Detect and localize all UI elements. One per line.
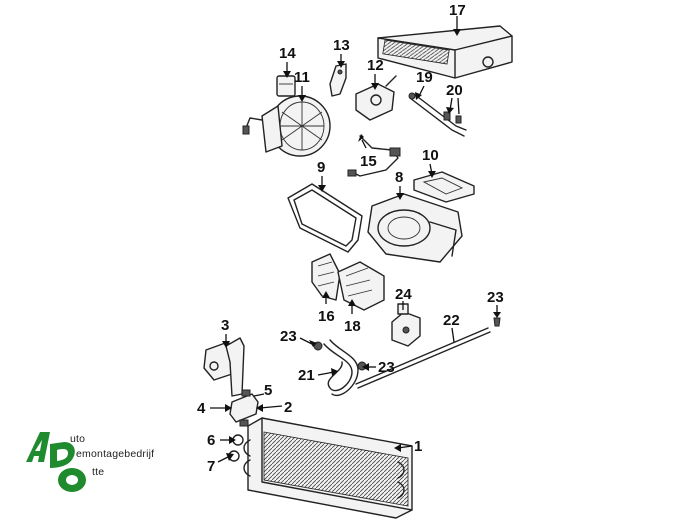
company-logo: uto emontagebedrijf tte — [20, 428, 220, 498]
part-water-valve — [203, 337, 245, 397]
callout-2: 2 — [284, 399, 292, 416]
callout-10: 10 — [422, 147, 439, 164]
callout-21: 21 — [298, 367, 315, 384]
logo-text-line1: uto — [70, 433, 86, 445]
callout-13: 13 — [333, 37, 350, 54]
logo-mark — [26, 432, 86, 492]
part-gasket — [413, 171, 475, 203]
callout-3: 3 — [221, 317, 229, 334]
part-expansion-valve — [229, 389, 259, 427]
logo-letter-d — [50, 442, 75, 468]
callout-22: 22 — [443, 312, 460, 329]
callout-6: 6 — [207, 432, 215, 449]
callout-20: 20 — [446, 82, 463, 99]
part-vacuum-hose — [355, 327, 491, 389]
part-temperature-sensor — [347, 135, 401, 177]
part-heater-hose — [323, 339, 359, 397]
part-heater-housing — [367, 193, 463, 263]
part-link-rod — [408, 92, 467, 137]
part-bracket — [329, 63, 347, 97]
logo-text-line2: emontagebedrijf — [76, 448, 155, 460]
logo-text-line3: tte — [92, 466, 105, 478]
callout-17: 18 — [344, 318, 361, 335]
callout-15: 15 — [360, 153, 377, 170]
callout-23-middle: 23 — [378, 359, 395, 376]
part-resistor-block — [276, 75, 296, 97]
part-seal-frame — [287, 183, 363, 253]
part-clips — [443, 111, 462, 124]
callout-23: 23 — [487, 289, 504, 306]
part-control-valve — [391, 303, 421, 347]
callout-1: 1 — [414, 438, 422, 455]
callout-23-left: 23 — [280, 328, 297, 345]
callout-group: 17 14 13 12 11 19 20 15 10 — [197, 2, 504, 475]
part-vent-flap-left — [311, 253, 341, 301]
callout-5: 5 — [264, 382, 272, 399]
callout-24: 24 — [395, 286, 412, 303]
callout-4: 4 — [197, 400, 206, 417]
callout-11: 11 — [294, 69, 310, 86]
callout-7: 7 — [207, 458, 215, 475]
logo-letter-a — [26, 432, 50, 462]
callout-16: 16 — [318, 308, 335, 325]
part-air-duct — [337, 261, 385, 311]
callout-14: 14 — [279, 45, 296, 62]
part-heater-core — [377, 25, 513, 79]
callout-18: 17 — [449, 2, 466, 19]
callout-12: 12 — [367, 57, 384, 74]
callout-19: 19 — [416, 69, 433, 86]
part-actuator — [355, 75, 397, 121]
callout-8: 8 — [395, 169, 403, 186]
part-evaporator-core — [243, 417, 413, 519]
callout-9: 9 — [317, 159, 325, 176]
part-blower-motor — [242, 95, 331, 157]
